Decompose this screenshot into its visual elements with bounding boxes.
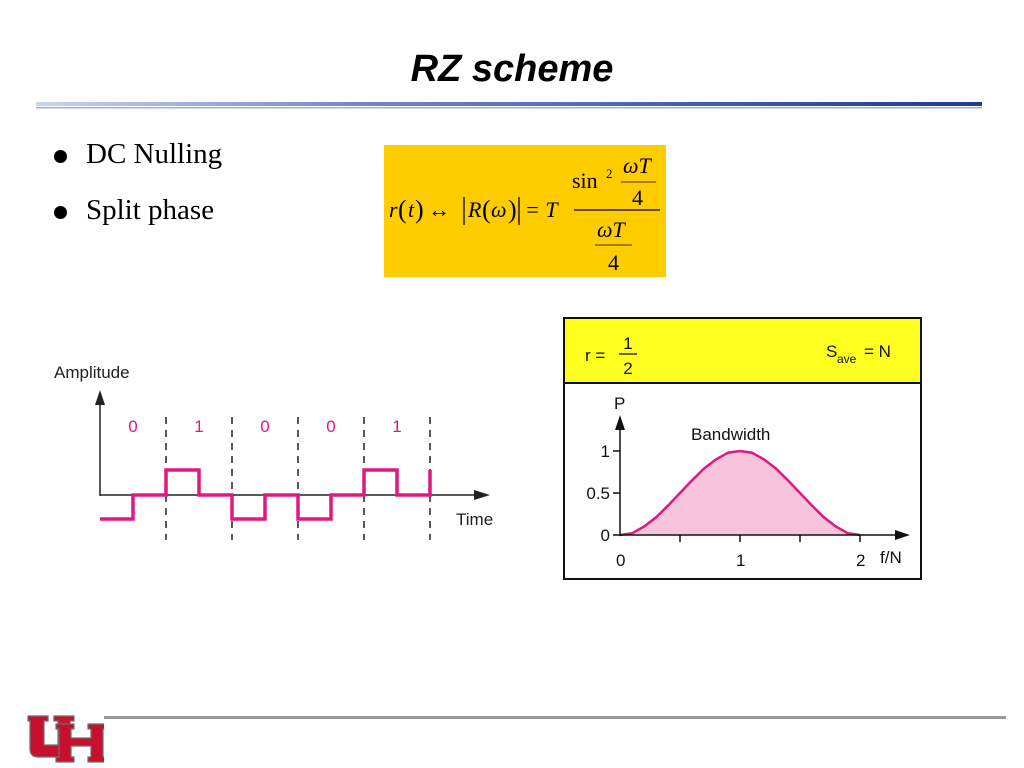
formula-sin: sin — [572, 168, 598, 193]
p-axis-arrow-icon — [615, 415, 625, 430]
x-tick-label: 1 — [736, 551, 745, 570]
r-label: r = — [585, 346, 605, 365]
formula-R: R — [467, 197, 482, 222]
bandwidth-label: Bandwidth — [691, 425, 770, 444]
f-axis-label: f/N — [880, 548, 902, 567]
bullet-dot-icon — [54, 206, 67, 219]
amplitude-axis-label: Amplitude — [54, 363, 130, 382]
spectrum-area — [620, 451, 860, 535]
f-axis-arrow-icon — [895, 530, 910, 540]
amplitude-arrow-icon — [95, 390, 105, 405]
formula-r: r — [389, 197, 398, 222]
title-divider — [36, 102, 982, 109]
bit-label: 0 — [260, 417, 269, 436]
formula-sin-exp: 2 — [606, 166, 613, 181]
y-tick-label: 1 — [601, 442, 610, 461]
p-axis-label: P — [614, 394, 625, 413]
bit-label: 0 — [326, 417, 335, 436]
time-arrow-icon — [474, 490, 490, 500]
time-axis-label: Time — [456, 510, 493, 529]
formula-t: t — [408, 197, 415, 222]
s-subscript: ave — [837, 352, 857, 366]
bullet-text: Split phase — [86, 194, 215, 226]
bit-label: 1 — [194, 417, 203, 436]
s-label: S — [826, 342, 837, 361]
footer-divider — [104, 716, 1006, 719]
bit-label: 1 — [392, 417, 401, 436]
bullet-item: DC Nulling — [50, 134, 222, 190]
r-denominator: 2 — [623, 359, 632, 378]
formula-box: r ( t ) ↔ R ( ω ) = T sin 2 ωT 4 ωT 4 — [384, 145, 666, 277]
formula-paren: ) — [508, 195, 517, 224]
x-tick-label: 0 — [616, 551, 625, 570]
bit-boundaries — [165, 417, 431, 540]
chart-header-bg — [564, 318, 921, 383]
x-tick-label: 2 — [856, 551, 865, 570]
bit-labels: 0 1 0 0 1 — [128, 417, 401, 436]
bit-label: 0 — [128, 417, 137, 436]
formula-arrow: ↔ — [428, 197, 450, 222]
bullet-list: DC Nulling Split phase — [50, 134, 222, 246]
chart-frame — [563, 317, 922, 580]
uh-logo-icon — [27, 715, 104, 763]
bullet-item: Split phase — [50, 190, 222, 246]
x-ticks: 0 1 2 — [616, 535, 865, 570]
y-ticks: 00.51 — [586, 442, 620, 545]
slide-title: RZ scheme — [410, 48, 614, 90]
formula-four-top: 4 — [632, 185, 643, 210]
formula-paren: ( — [398, 195, 407, 224]
r-numerator: 1 — [623, 334, 632, 353]
formula-omegaT-top: ωT — [623, 153, 653, 178]
formula-svg: r ( t ) ↔ R ( ω ) = T sin 2 ωT 4 ωT 4 — [389, 153, 660, 275]
y-tick-label: 0.5 — [586, 484, 610, 503]
formula-omega: ω — [491, 197, 507, 222]
formula-four-bottom: 4 — [608, 250, 619, 275]
formula-equals-T: = T — [525, 197, 559, 222]
bullet-dot-icon — [54, 150, 67, 163]
formula-omegaT-bottom: ωT — [597, 217, 627, 242]
y-tick-label: 0 — [601, 526, 610, 545]
formula-paren: ( — [482, 195, 491, 224]
formula-paren: ) — [415, 195, 424, 224]
bullet-text: DC Nulling — [86, 138, 223, 170]
spectrum-curve — [619, 449, 861, 537]
s-value: = N — [864, 342, 891, 361]
rz-waveform — [100, 468, 432, 521]
